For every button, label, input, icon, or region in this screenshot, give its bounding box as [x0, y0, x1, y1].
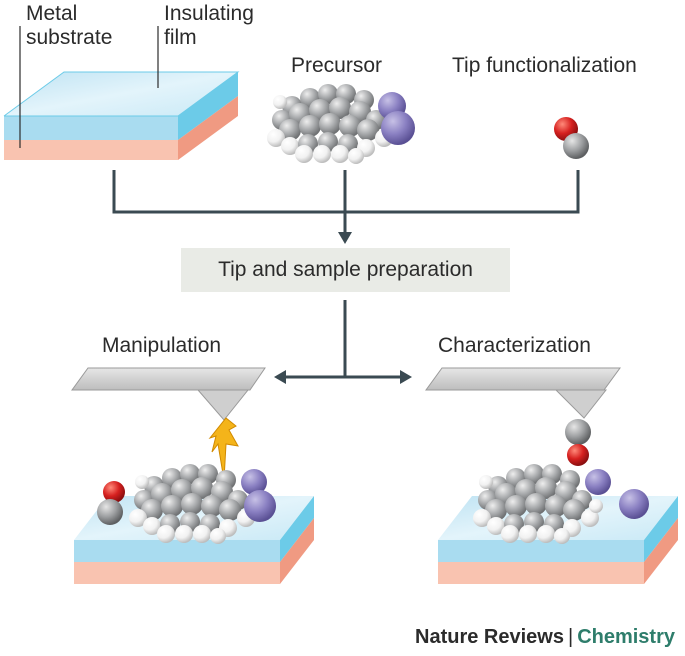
afm-tip-co-functionalized — [425, 367, 621, 466]
publisher-name: Nature Reviews — [415, 626, 564, 648]
journal-name: Chemistry — [577, 626, 675, 648]
left-arrow-icon — [274, 370, 286, 384]
insulating-film-label: Insulating film — [164, 2, 254, 49]
co-molecule-icon — [554, 117, 589, 159]
precursor-molecule — [267, 84, 415, 164]
manipulation-label: Manipulation — [102, 334, 222, 357]
prep-label: Tip and sample preparation — [218, 258, 473, 281]
down-arrow-icon — [338, 232, 352, 244]
split-connector — [282, 300, 404, 379]
substrate-block-top — [3, 71, 240, 160]
precursor-label: Precursor — [291, 54, 383, 77]
detached-halogen-atom — [619, 489, 649, 519]
tip-functionalization-label: Tip functionalization — [452, 54, 637, 77]
co-molecule-on-surface — [97, 481, 125, 525]
metal-substrate-label: Metal substrate — [26, 2, 113, 49]
right-arrow-icon — [400, 370, 412, 384]
journal-credit: Nature Reviews|Chemistry — [415, 626, 675, 649]
characterized-molecule — [473, 464, 611, 544]
manipulated-molecule — [129, 464, 276, 544]
credit-separator: | — [567, 626, 574, 648]
characterization-label: Characterization — [438, 334, 591, 357]
tip-sample-preparation-box: Tip and sample preparation — [181, 248, 510, 292]
top-connector — [112, 170, 580, 236]
afm-tip-icon — [71, 367, 266, 421]
